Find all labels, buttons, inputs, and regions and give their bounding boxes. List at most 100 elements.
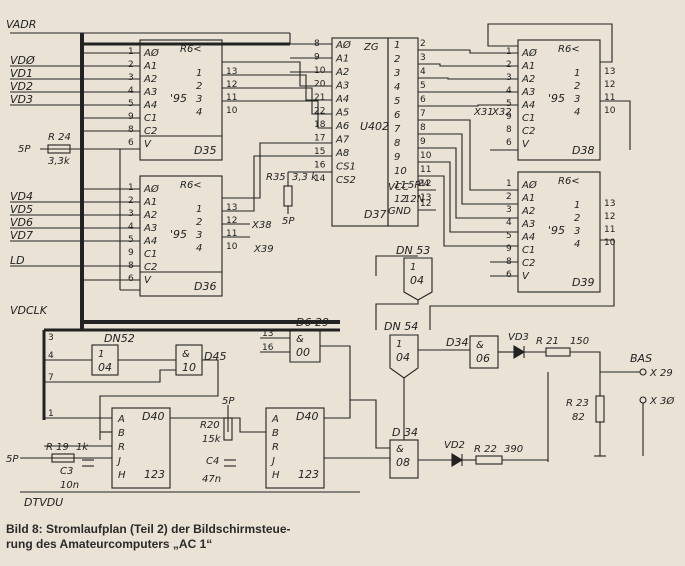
clk-pin7: 7 <box>48 373 54 383</box>
d39-pin-in-7: 6 <box>506 270 512 280</box>
d36-out1 <box>222 142 332 199</box>
d37-out-box <box>387 37 419 227</box>
d35-box <box>139 39 223 161</box>
d37-type: U402 <box>360 120 389 133</box>
d36-pin-in-6: 8 <box>128 261 134 271</box>
dn54-ref: DN 54 <box>384 320 418 333</box>
d45-ref: D45 <box>204 350 226 363</box>
d34b-ref: D 34 <box>392 426 418 439</box>
d45-sym: & <box>182 349 190 360</box>
d40-pin1: 1 <box>48 409 54 419</box>
d36-in-4: A4 <box>143 236 157 247</box>
d35-out-2: 3 <box>196 94 202 105</box>
d38-feedback <box>487 23 613 63</box>
d40a-in-2: R <box>118 442 125 453</box>
d35-in-1: A1 <box>143 61 157 72</box>
d38-pin-out-1: 12 <box>604 80 615 90</box>
d35-out-1: 2 <box>196 81 202 92</box>
d37-out2 <box>418 63 518 67</box>
d40b-q <box>324 457 391 462</box>
d39-pin-out-1: 12 <box>604 212 615 222</box>
d45-in2 <box>44 369 176 383</box>
vd5-label: VD5 <box>10 203 33 216</box>
r19-supply: 5P <box>6 454 19 465</box>
d38-in-5: C1 <box>522 113 535 124</box>
d37-pin-out-8: 10 <box>420 151 432 161</box>
d38-pin-out-0: 13 <box>604 67 615 77</box>
d38-in-1: A1 <box>521 61 535 72</box>
r20-supply: 5P <box>222 396 235 407</box>
d629-pin16: 16 <box>262 343 274 353</box>
d39-in-5: C1 <box>522 245 535 256</box>
x29-terminal <box>639 368 647 376</box>
d37-out10 <box>418 175 518 247</box>
ld-label: LD <box>10 254 25 267</box>
d39-ref: D39 <box>572 276 594 289</box>
d37-in-3: A3 <box>335 81 349 92</box>
d40b-in-3: J <box>270 456 275 467</box>
d37-in-5: A5 <box>335 108 349 119</box>
d39-in-3: A3 <box>521 219 535 230</box>
d40b-type: 123 <box>298 468 319 481</box>
d629-type: 00 <box>296 346 310 359</box>
r21-ref: R 21 <box>536 336 559 347</box>
caption-line1: Bild 8: Stromlaufplan (Teil 2) der Bilds… <box>6 522 291 536</box>
d39-in-2: A2 <box>521 206 535 217</box>
d40a-in-3: J <box>116 456 121 467</box>
d37-out-7: 8 <box>394 138 400 149</box>
d38-pin-out-3: 10 <box>604 106 616 116</box>
d37-pin-out-2: 4 <box>420 67 426 77</box>
d38-pin-in-5: 9 <box>506 112 512 122</box>
d34a-ref: D34 <box>446 336 468 349</box>
d37-in-0: AØ <box>335 39 352 51</box>
d37-pin-in-6: 18 <box>314 120 326 130</box>
r23-ref: R 23 <box>566 398 589 409</box>
d37-supply: 5P <box>408 180 421 191</box>
d35-pin-in-2: 3 <box>128 73 134 83</box>
d37-pin-in-5: 22 <box>314 107 325 117</box>
d39-in-7: V <box>522 271 530 282</box>
d40a-in-0: A <box>117 414 125 425</box>
clk-pin3: 3 <box>48 333 54 343</box>
vadr-label: VADR <box>6 18 36 31</box>
d35-out1 <box>222 61 332 87</box>
d35-out-3: 4 <box>196 107 202 118</box>
dn52-ref: DN52 <box>104 332 135 345</box>
d36-ctrl: R6< <box>180 180 202 191</box>
dn54-sym: 1 <box>396 339 402 350</box>
vd0-label: VDØ <box>10 54 35 67</box>
d34a-type: 06 <box>476 352 490 365</box>
dn53-out <box>375 300 419 330</box>
d37-out-1: 2 <box>394 54 400 65</box>
d38-out-2: 3 <box>574 94 580 105</box>
d37-12n: 12N <box>404 194 425 205</box>
d37-out-6: 7 <box>394 124 401 135</box>
d38-in-6: C2 <box>522 126 535 137</box>
dn52-pin4: 4 <box>48 351 54 361</box>
c4-ref: C4 <box>206 456 219 467</box>
d35-type: '95 <box>170 92 187 105</box>
d45-type: 10 <box>182 361 196 374</box>
d39-ctrl: R6< <box>558 176 580 187</box>
d37-out-11: 12 <box>394 194 407 205</box>
d629-ref: D6 29 <box>296 316 329 329</box>
d37-in-2: A2 <box>335 67 349 78</box>
d36-in-7: V <box>144 275 152 286</box>
d36-in-5: C1 <box>144 249 157 260</box>
d37-in-4: A4 <box>335 94 349 105</box>
vd2-diode <box>451 453 464 467</box>
d35-in-7: V <box>144 139 152 150</box>
d37-out-2: 3 <box>394 68 400 79</box>
d39-out-0: 1 <box>574 200 580 211</box>
vd2-ref: VD2 <box>444 440 465 451</box>
r21-value: 150 <box>570 336 589 347</box>
d37-ref: D37 <box>364 208 386 221</box>
d40b-in-1: B <box>272 428 279 439</box>
d38-pin-in-7: 6 <box>506 138 512 148</box>
d38-out-3: 4 <box>574 107 580 118</box>
d38-pin-in-6: 8 <box>506 125 512 135</box>
d36-out-2: 3 <box>196 230 202 241</box>
d35-pin-in-3: 4 <box>128 86 134 96</box>
r22-ref: R 22 <box>474 444 497 455</box>
d34a-sym: & <box>476 340 484 351</box>
